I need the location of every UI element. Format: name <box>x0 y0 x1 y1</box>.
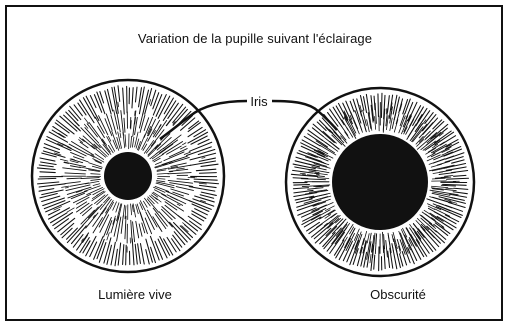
bright-iris-outer-fiber <box>199 173 216 174</box>
dark-iris-outer-fiber <box>381 93 382 117</box>
pupil-darkness <box>332 134 428 230</box>
caption-darkness: Obscurité <box>348 287 448 302</box>
bright-iris-speckle <box>131 120 132 129</box>
bright-iris-outer-fiber <box>40 172 55 173</box>
eye-darkness <box>286 88 474 276</box>
bright-iris-outer-fiber <box>126 245 127 264</box>
iris-label: Iris <box>247 94 271 109</box>
caption-bright-light: Lumière vive <box>90 287 180 302</box>
eye-bright-light <box>32 80 224 272</box>
pupil-bright <box>104 152 152 200</box>
bright-iris-outer-fiber <box>38 178 56 179</box>
dark-iris-speckle <box>314 186 321 187</box>
dark-iris-outer-fiber <box>294 185 310 186</box>
dark-iris-outer-fiber <box>378 94 379 117</box>
